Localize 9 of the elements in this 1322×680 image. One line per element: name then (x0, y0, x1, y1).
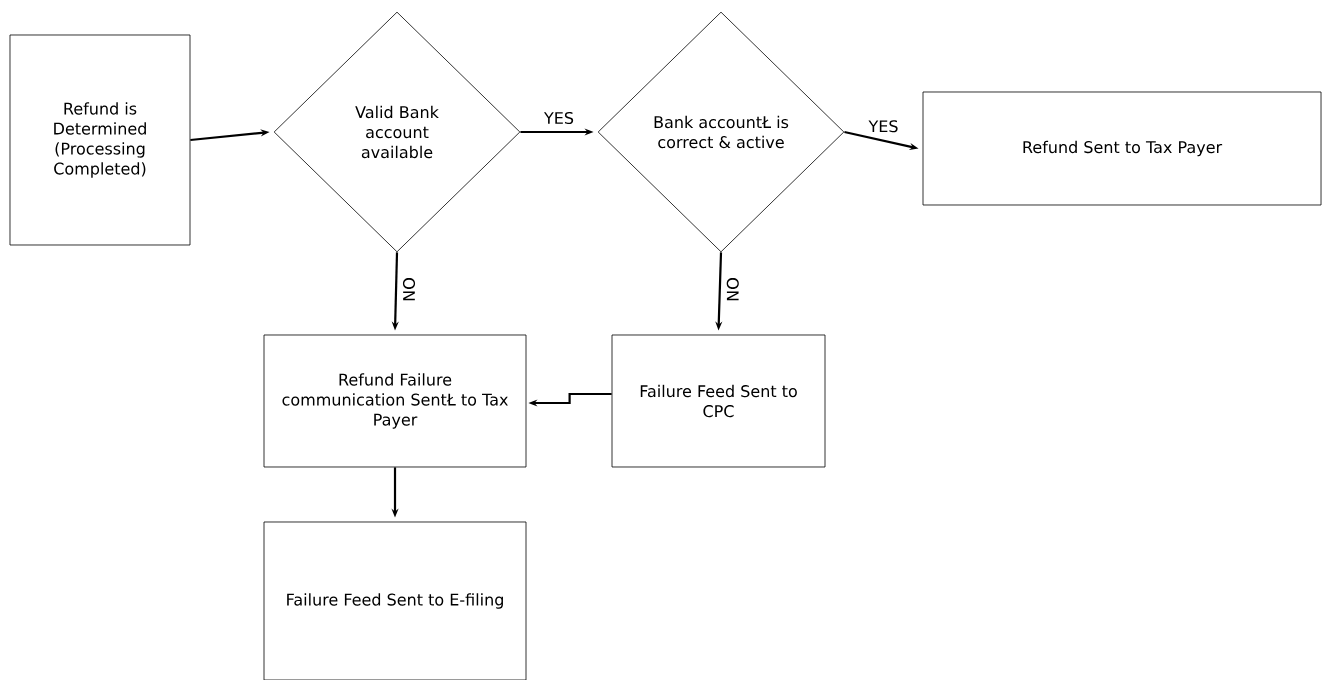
process-box: Failure Feed Sent to CPC (611, 334, 826, 468)
edge-label: NO (401, 276, 417, 303)
edge-label: NO (725, 276, 740, 303)
edge-label: YES (543, 110, 576, 126)
process-box: Refund Sent to Tax Payer (922, 91, 1322, 206)
process-box: Failure Feed Sent to E-filing (263, 521, 527, 680)
process-box: Refund Failure communication SentŁ to Tax Payer (263, 334, 527, 468)
process-box: Refund is Determined (Processing Completed) (9, 34, 191, 246)
edge-label: YES (867, 119, 900, 134)
